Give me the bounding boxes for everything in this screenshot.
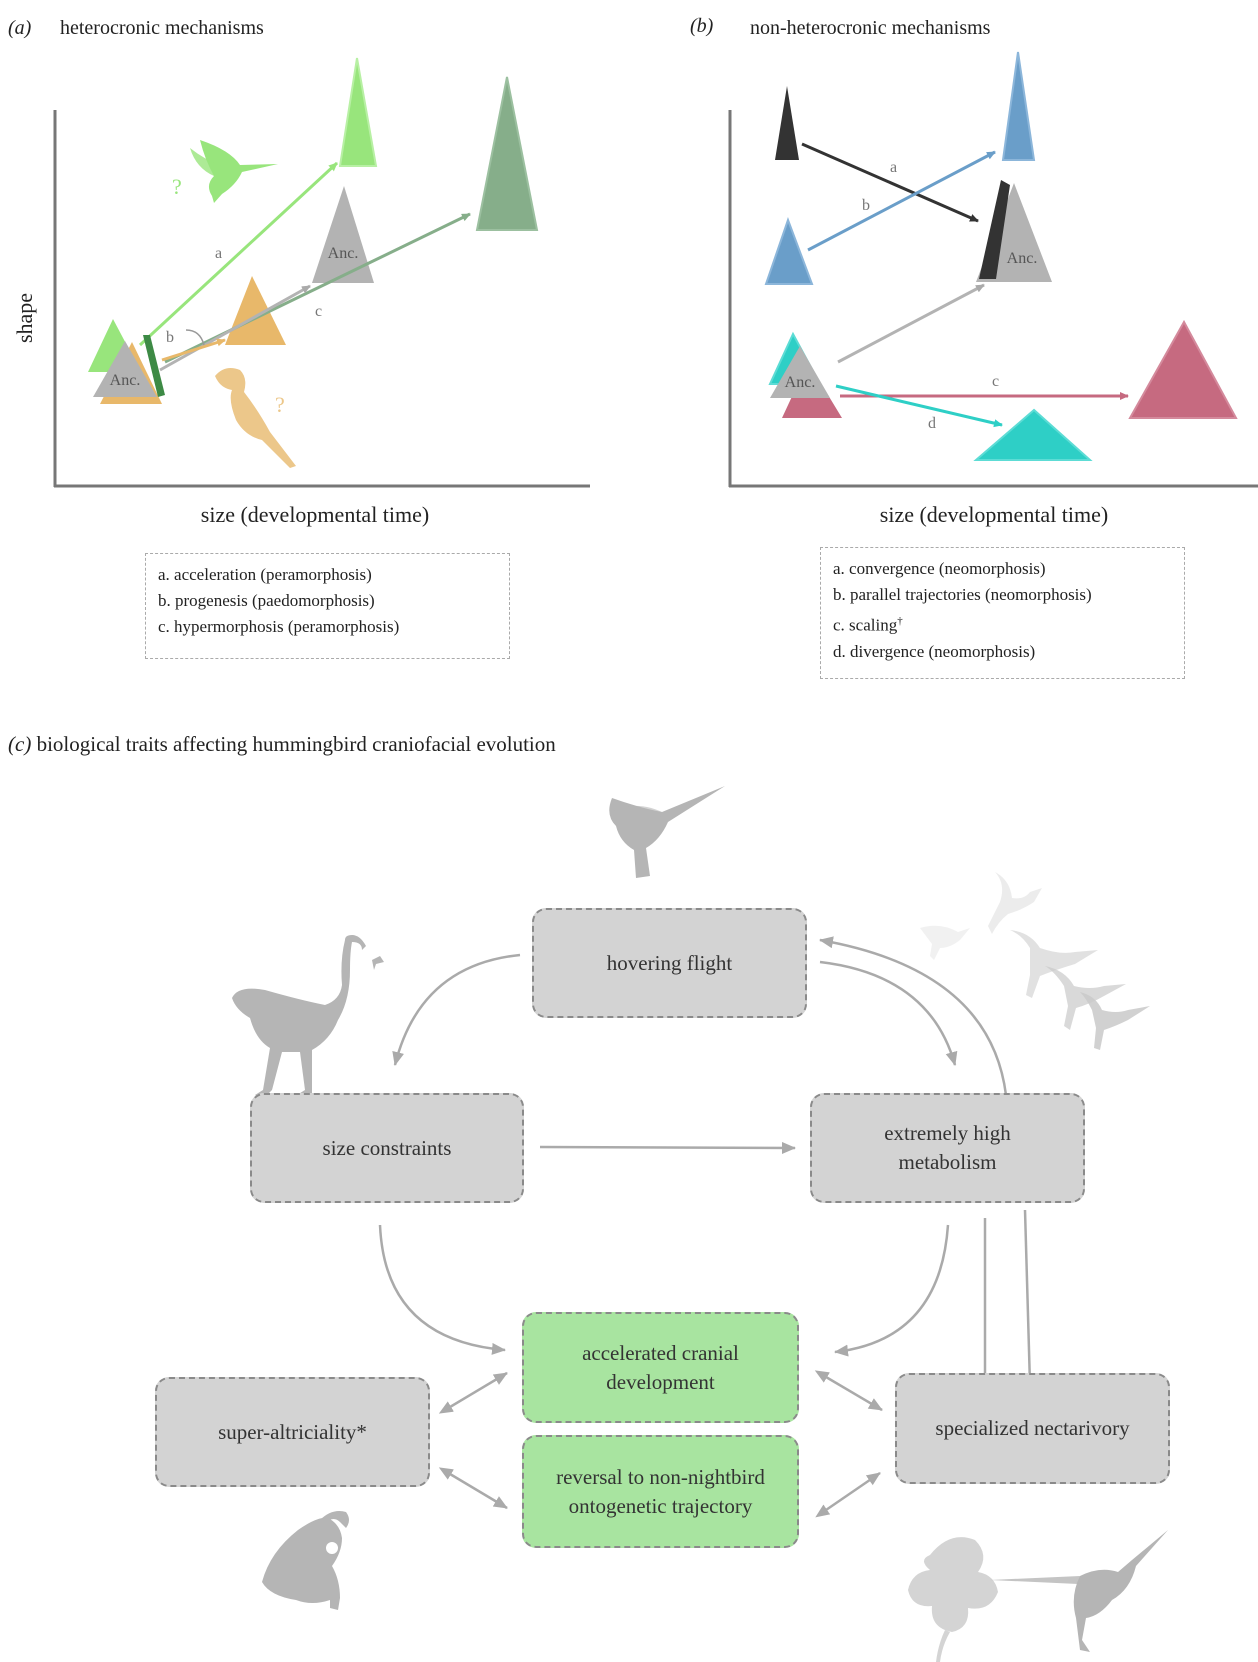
panel-b-legend: a. convergence (neomorphosis) b. paralle… — [820, 547, 1185, 679]
arrow-size-to-metabolism — [539, 1141, 796, 1154]
panel-b-anc-label: Anc. — [785, 374, 816, 391]
arrow-altriciality-reversal — [438, 1467, 508, 1510]
node-accelerated-cranial: accelerated cranial development — [522, 1312, 799, 1423]
ostrich-icon — [232, 935, 384, 1100]
panel-b-letter-c: c — [992, 373, 999, 390]
hummingbird-flock-icon — [920, 872, 1150, 1050]
panel-c-title: (c) biological traits affecting hummingb… — [8, 732, 556, 757]
panel-b-black-descendant — [979, 180, 1010, 279]
arrow-hovering-to-size — [392, 953, 521, 1066]
panel-a-orange-descendant — [225, 276, 286, 345]
panel-a-arrow-a — [138, 161, 339, 347]
panel-b-teal-descendant — [973, 408, 1093, 461]
panel-b-arrow-a — [801, 142, 979, 223]
flying-hummingbird-icon — [609, 786, 725, 878]
panel-b-legend-dagger: † — [897, 615, 903, 627]
panel-a-legend-item-c: c. hypermorphosis (peramorphosis) — [158, 617, 400, 636]
panel-b-legend-item-a: a. convergence (neomorphosis) — [833, 559, 1046, 578]
panel-b-pink-descendant — [1128, 319, 1238, 419]
node-reversal: reversal to non-nightbird ontogenetic tr… — [522, 1435, 799, 1548]
panel-b-blue-ancestor — [764, 217, 814, 285]
panel-b-letter-a: a — [890, 159, 897, 176]
panel-a-letter-a: a — [215, 245, 222, 262]
panel-b-anc-grey — [770, 346, 830, 398]
line-nectarivory-to-metabolism — [1023, 1209, 1032, 1386]
arrow-metabolism-to-cranial — [834, 1224, 950, 1357]
panel-a-label: (a) — [8, 17, 32, 39]
panel-b-letter-b: b — [862, 197, 870, 214]
node-hovering-flight: hovering flight — [532, 908, 807, 1018]
panel-a-question-green: ? — [172, 174, 182, 199]
panel-a-grey-ancestor-adult — [312, 186, 374, 283]
panel-a-light-green-descendant — [338, 57, 378, 167]
panel-b-xlabel: size (developmental time) — [880, 502, 1108, 527]
panel-a-anc-label: Anc. — [110, 372, 141, 389]
panel-a-anc-dark-green-bar — [143, 335, 165, 397]
node-nectarivory: specialized nectarivory — [895, 1373, 1170, 1484]
panel-a-arrow-c — [164, 212, 471, 364]
panel-b-legend-item-d: d. divergence (neomorphosis) — [833, 641, 1036, 661]
arrow-metabolism-to-hovering — [819, 936, 1008, 1096]
panel-a-title: heterocronic mechanisms — [60, 17, 264, 39]
panel-a-dark-green-descendant — [475, 76, 539, 231]
panel-b-title: non-heterocronic mechanisms — [750, 17, 991, 39]
arrow-reversal-nectarivory — [815, 1471, 881, 1518]
panel-b-legend-item-c: c. scaling† — [833, 608, 1172, 639]
panel-b-arrow-b — [807, 150, 996, 252]
panel-b-legend-item-b: b. parallel trajectories (neomorphosis) — [833, 585, 1092, 604]
node-high-metabolism: extremely high metabolism — [810, 1093, 1085, 1203]
node-size-constraints: size constraints — [250, 1093, 524, 1203]
panel-a-question-orange: ? — [275, 392, 285, 417]
panel-c-arrows — [378, 936, 1032, 1518]
panel-a-ylabel: shape — [12, 293, 37, 343]
panel-a-legend: a. acceleration (peramorphosis) b. proge… — [145, 553, 510, 659]
nestling-chick-icon — [262, 1511, 349, 1610]
panel-a-arrow-grey — [159, 284, 311, 372]
panel-b-arrow-grey — [837, 283, 985, 364]
arrow-hovering-to-metabolism — [819, 960, 958, 1066]
arrow-altriciality-cranial — [438, 1371, 508, 1414]
panel-a-legend-item-b: b. progenesis (paedomorphosis) — [158, 591, 375, 610]
panel-c-title-text: biological traits affecting hummingbird … — [36, 732, 556, 756]
panel-c-label: (c) — [8, 732, 32, 756]
panel-a-hummingbird-silhouette — [190, 140, 278, 203]
panel-b-letter-d: d — [928, 415, 936, 432]
panel-b-label: (b) — [690, 15, 714, 37]
panel-a-curve-b — [185, 329, 205, 346]
arrow-cranial-nectarivory — [814, 1370, 883, 1412]
panel-b-arrow-d — [835, 384, 1003, 428]
flower-hummingbird-icon — [908, 1537, 998, 1662]
feeding-hummingbird-icon — [990, 1530, 1168, 1652]
node-super-altriciality: super-altriciality* — [155, 1377, 430, 1487]
panel-a-xlabel: size (developmental time) — [201, 502, 429, 527]
panel-b-blue-descendant — [1001, 51, 1036, 161]
panel-b-legend-item-c-text: c. scaling — [833, 615, 898, 635]
panel-b-axes — [728, 110, 1258, 488]
panel-a-anc-grey — [93, 341, 157, 397]
panel-a-legend-item-a: a. acceleration (peramorphosis) — [158, 565, 372, 584]
panel-a-arrow-b — [161, 338, 226, 362]
panel-a-axes — [53, 110, 590, 488]
panel-a-anc-label-adult: Anc. — [328, 245, 359, 262]
panel-a-letter-c: c — [315, 303, 322, 320]
panel-a-perched-bird-silhouette — [215, 368, 296, 468]
panel-b-black-ancestor — [775, 86, 799, 160]
panel-b-anc-label-adult: Anc. — [1007, 250, 1038, 267]
panel-a-letter-b: b — [166, 329, 174, 346]
arrow-size-to-cranial — [378, 1224, 506, 1355]
